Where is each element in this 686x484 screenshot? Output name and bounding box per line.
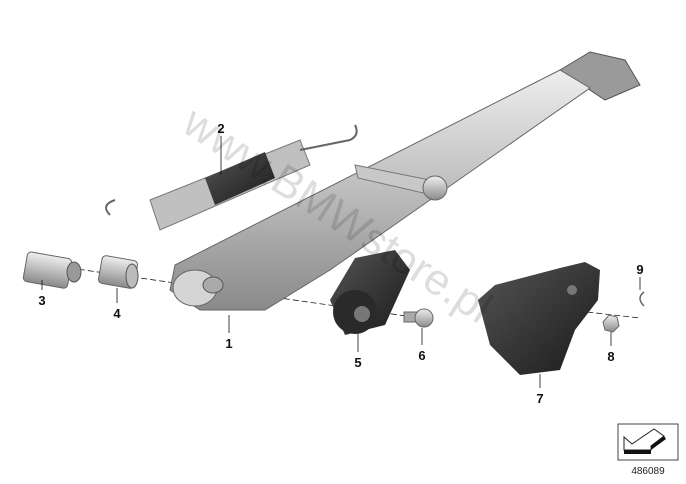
- label-part-3: 3: [38, 293, 45, 308]
- label-part-2: 2: [217, 121, 224, 136]
- arrow-navigation-icon[interactable]: [617, 423, 679, 461]
- leader-lines: [41, 136, 641, 388]
- label-part-4: 4: [113, 306, 121, 321]
- label-part-9: 9: [636, 262, 643, 277]
- label-part-5: 5: [354, 355, 361, 370]
- part-nut[interactable]: [602, 314, 620, 333]
- label-part-6: 6: [418, 348, 425, 363]
- part-cover[interactable]: [478, 262, 600, 375]
- reference-number: 486089: [631, 466, 665, 477]
- part-bushing[interactable]: [22, 251, 82, 289]
- part-side-stand[interactable]: [169, 51, 641, 311]
- part-screw[interactable]: [403, 308, 434, 328]
- part-switch[interactable]: [330, 250, 410, 335]
- label-part-8: 8: [607, 349, 614, 364]
- label-part-1: 1: [225, 336, 232, 351]
- part-sleeve[interactable]: [97, 255, 139, 289]
- part-spring[interactable]: [105, 124, 358, 231]
- part-clip[interactable]: [639, 291, 645, 307]
- label-part-7: 7: [536, 391, 543, 406]
